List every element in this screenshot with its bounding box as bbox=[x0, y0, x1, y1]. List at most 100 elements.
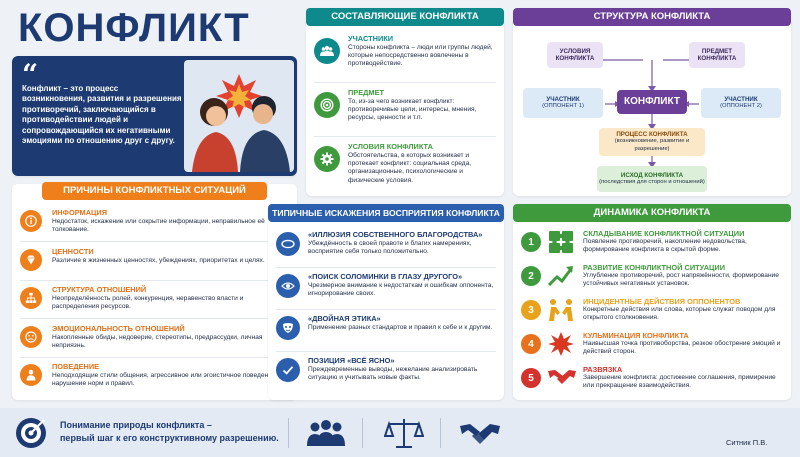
step-title: КУЛЬМИНАЦИЯ КОНФЛИКТА bbox=[583, 331, 689, 340]
distortion-text: Убеждённость в своей правоте и благих на… bbox=[308, 240, 472, 256]
component-divider bbox=[314, 136, 496, 137]
emotion-icon bbox=[20, 325, 42, 348]
step-text: Углубление противоречий, рост напряжённо… bbox=[583, 272, 779, 288]
cause-title: ПОВЕДЕНИЕ bbox=[52, 362, 100, 371]
structure-header: СТРУКТУРА КОНФЛИКТА bbox=[513, 8, 791, 26]
cause-divider bbox=[20, 356, 288, 358]
structure-outcome-box: ИСХОД КОНФЛИКТА (последствия для сторон … bbox=[597, 166, 707, 192]
check-icon bbox=[276, 358, 300, 382]
component-text: То, из-за чего возникает конфликт: проти… bbox=[348, 98, 477, 122]
footer-line1: Понимание природы конфликта – bbox=[60, 420, 212, 430]
structure-process-label: ПРОЦЕСС КОНФЛИКТА bbox=[616, 130, 688, 138]
structure-participant2-box: УЧАСТНИК (ОППОНЕНТ 2) bbox=[701, 88, 781, 118]
cause-divider bbox=[20, 241, 288, 242]
definition-text: Конфликт – это процесс возникновения, ра… bbox=[22, 84, 182, 146]
distortion-text: Преждевременные выводы, нежелание анализ… bbox=[308, 366, 478, 382]
handshake-footer-icon bbox=[460, 424, 500, 444]
group-people-icon bbox=[307, 420, 345, 446]
scales-icon bbox=[384, 419, 424, 448]
structure-subject-label: ПРЕДМЕТ КОНФЛИКТА bbox=[697, 47, 737, 62]
footer-divider-1 bbox=[288, 418, 289, 448]
structure-outcome-label: ИСХОД КОНФЛИКТА bbox=[620, 171, 684, 179]
explosion-icon bbox=[547, 331, 577, 357]
diamond-icon bbox=[20, 248, 42, 271]
step-title: РАЗВЯЗКА bbox=[583, 365, 623, 374]
structure-participant1-box: УЧАСТНИК (ОППОНЕНТ 1) bbox=[523, 88, 603, 118]
structure-outcome-sub: (последствия для сторон и отношений) bbox=[599, 179, 705, 185]
distortion-text: Применение разных стандартов и правил к … bbox=[308, 324, 493, 331]
target-icon bbox=[314, 92, 340, 118]
step-number-badge: 2 bbox=[521, 266, 541, 286]
cause-divider bbox=[20, 279, 288, 281]
component-text: Обстоятельства, в которых возникает и пр… bbox=[348, 152, 472, 184]
component-title: УЧАСТНИКИ bbox=[348, 34, 394, 43]
structure-process-box: ПРОЦЕСС КОНФЛИКТА (возникновение, развит… bbox=[599, 128, 705, 156]
distortions-card: ТИПИЧНЫЕ ИСКАЖЕНИЯ ВОСПРИЯТИЯ КОНФЛИКТА … bbox=[268, 204, 504, 400]
step-text: Конкретные действия или слова, которые с… bbox=[583, 306, 776, 322]
cause-title: ИНФОРМАЦИЯ bbox=[52, 208, 108, 217]
page-title: КОНФЛИКТ bbox=[18, 6, 250, 50]
rising-chart-icon bbox=[547, 263, 577, 289]
distortions-header: ТИПИЧНЫЕ ИСКАЖЕНИЯ ВОСПРИЯТИЯ КОНФЛИКТА bbox=[268, 204, 504, 222]
cause-title: ЭМОЦИОНАЛЬНОСТЬ ОТНОШЕНИЙ bbox=[52, 323, 185, 333]
footer-divider-3 bbox=[440, 418, 441, 448]
structure-conditions-box: УСЛОВИЯ КОНФЛИКТА bbox=[547, 42, 603, 68]
cause-text: Различие в жизненных ценностях, убеждени… bbox=[52, 256, 265, 264]
distortion-text: Чрезмерное внимание к недостаткам и ошиб… bbox=[308, 282, 494, 298]
distortion-divider bbox=[276, 309, 496, 310]
cause-title: СТРУКТУРА ОТНОШЕНИЙ bbox=[52, 285, 147, 294]
structure-participant2-label: УЧАСТНИК bbox=[724, 95, 758, 103]
component-text: Стороны конфликта – люди или группы люде… bbox=[348, 44, 493, 68]
components-header: СОСТАВЛЯЮЩИЕ КОНФЛИКТА bbox=[306, 8, 504, 26]
distortion-title: «ИЛЛЮЗИЯ СОБСТВЕННОГО БЛАГОРОДСТВА» bbox=[308, 230, 483, 239]
distortion-title: ПОЗИЦИЯ «ВСЁ ЯСНО» bbox=[308, 356, 395, 365]
person-icon bbox=[20, 364, 42, 386]
structure-participant1-label: УЧАСТНИК bbox=[546, 95, 580, 103]
step-number-badge: 4 bbox=[521, 334, 541, 354]
quote-icon: “ bbox=[22, 58, 39, 91]
people-icon bbox=[314, 38, 340, 64]
structure-conflict-box: КОНФЛИКТ bbox=[617, 90, 687, 114]
step-text: Наивысшая точка противоборства, резкое о… bbox=[583, 340, 781, 356]
hierarchy-icon bbox=[20, 287, 42, 309]
definition-card: “ Конфликт – это процесс возникновения, … bbox=[12, 56, 297, 176]
component-title: УСЛОВИЯ КОНФЛИКТА bbox=[348, 142, 433, 151]
structure-connectors bbox=[597, 59, 709, 168]
cause-text: Неопределённость ролей, конкуренция, нер… bbox=[52, 295, 244, 311]
eye-icon bbox=[276, 274, 300, 298]
clash-icon bbox=[547, 297, 577, 323]
distortion-title: «ДВОЙНАЯ ЭТИКА» bbox=[308, 314, 381, 323]
puzzle-icon bbox=[547, 229, 577, 255]
distortion-divider bbox=[276, 351, 496, 352]
target-arrow-icon bbox=[16, 418, 46, 448]
component-divider bbox=[314, 82, 496, 83]
gear-icon bbox=[314, 146, 340, 172]
author-label: Ситник П.В. bbox=[726, 438, 768, 447]
cause-text: Неподходящие стили общения, агрессивное … bbox=[52, 372, 278, 388]
step-text: Появление противоречий, накопление недов… bbox=[583, 238, 747, 254]
step-text: Завершение конфликта: достижение соглаше… bbox=[583, 374, 776, 390]
dynamics-header: ДИНАМИКА КОНФЛИКТА bbox=[513, 204, 791, 222]
step-number-badge: 3 bbox=[521, 300, 541, 320]
arguing-people-illustration bbox=[184, 60, 294, 172]
cause-text: Накопленные обиды, недоверие, стереотипы… bbox=[52, 333, 263, 349]
cause-divider bbox=[20, 318, 288, 319]
footer-line2: первый шаг к его конструктивному разреше… bbox=[60, 433, 279, 443]
structure-conditions-label: УСЛОВИЯ КОНФЛИКТА bbox=[555, 47, 595, 62]
structure-process-sub: (возникновение, развитие и разрешение) bbox=[614, 138, 690, 152]
component-title: ПРЕДМЕТ bbox=[348, 88, 385, 97]
structure-card: СТРУКТУРА КОНФЛИКТА УСЛОВИЯ КОНФЛИКТА ПР… bbox=[513, 8, 791, 196]
mask-icon bbox=[276, 316, 300, 340]
cause-title: ЦЕННОСТИ bbox=[52, 246, 94, 256]
structure-participant1-sub: (ОППОНЕНТ 1) bbox=[542, 103, 584, 109]
causes-header: ПРИЧИНЫ КОНФЛИКТНЫХ СИТУАЦИЙ bbox=[42, 182, 267, 200]
handshake-icon bbox=[547, 365, 577, 391]
step-title: СКЛАДЫВАНИЕ КОНФЛИКТНОЙ СИТУАЦИИ bbox=[583, 229, 745, 238]
cause-text: Недостаток, искажение или сокрытие инфор… bbox=[52, 218, 265, 234]
step-title: РАЗВИТИЕ КОНФЛИКТНОЙ СИТУАЦИИ bbox=[583, 263, 726, 272]
info-icon bbox=[20, 210, 42, 232]
step-title: ИНЦИДЕНТНЫЕ ДЕЙСТВИЯ ОППОНЕНТОВ bbox=[583, 297, 741, 306]
footer-divider-2 bbox=[362, 418, 363, 448]
